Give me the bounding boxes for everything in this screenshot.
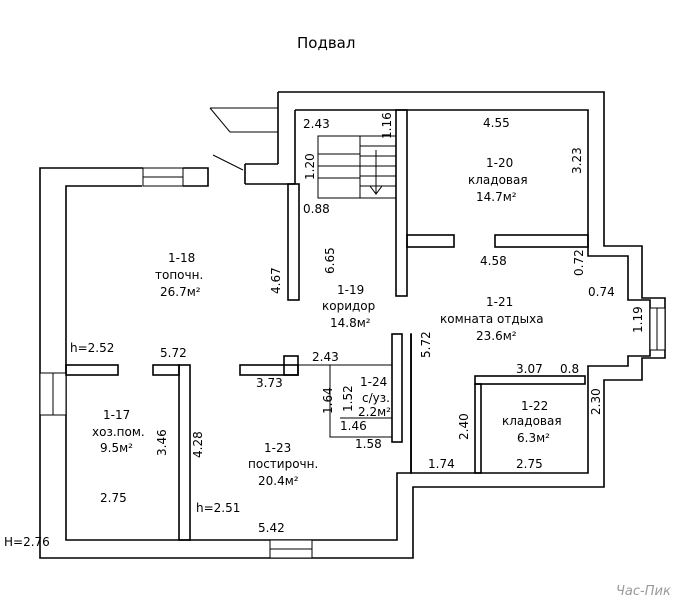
dim-room22-side: 2.30 — [589, 388, 603, 415]
dim-room21-side: 5.72 — [419, 331, 433, 358]
room-1-21: 1-21 комната отдыха 23.6м² — [440, 295, 544, 343]
room-1-22: 1-22 кладовая 6.3м² — [502, 399, 562, 445]
room-name: постирочн. — [248, 457, 318, 471]
dim-wc-b: 1.52 — [341, 385, 355, 412]
dim-room17-bottom: 2.75 — [100, 491, 127, 505]
room-1-18: 1-18 топочн. 26.7м² — [155, 251, 203, 299]
room17-height: h=2.52 — [70, 341, 114, 355]
plan-title: Подвал — [297, 34, 355, 52]
dim-room23-left: 3.73 — [256, 376, 283, 390]
dim-room17-width: 5.72 — [160, 346, 187, 360]
room-name: коридор — [322, 299, 375, 313]
room-1-19: 1-19 коридор 14.8м² — [322, 283, 375, 330]
dim-room20-depth: 3.23 — [570, 147, 584, 174]
room-id: 1-23 — [264, 441, 291, 455]
room-name: кладовая — [468, 173, 528, 187]
room-id: 1-21 — [486, 295, 513, 309]
room-area: 20.4м² — [258, 474, 299, 488]
dim-room23-bottom: 5.42 — [258, 521, 285, 535]
dim-bay-a: 0.72 — [572, 249, 586, 276]
room-id: 1-22 — [521, 399, 548, 413]
room-area: 9.5м² — [100, 441, 133, 455]
dim-room18-wall: 4.67 — [269, 267, 283, 294]
room-area: 26.7м² — [160, 285, 201, 299]
room-area: 6.3м² — [517, 431, 550, 445]
dim-bay-b: 0.74 — [588, 285, 615, 299]
room-area: 14.8м² — [330, 316, 371, 330]
room-name: комната отдыха — [440, 312, 544, 326]
room-area: 14.7м² — [476, 190, 517, 204]
dim-room21-top: 4.58 — [480, 254, 507, 268]
dim-wc-d: 1.58 — [355, 437, 382, 451]
dim-stair-depth: 1.16 — [380, 112, 394, 139]
room-id: 1-20 — [486, 156, 513, 170]
dim-bay-window: 1.19 — [631, 306, 645, 333]
room-id: 1-17 — [103, 408, 130, 422]
dim-room22-top: 3.07 — [516, 362, 543, 376]
dim-room22-gap: 0.8 — [560, 362, 579, 376]
dim-room21-bottom-a: 1.74 — [428, 457, 455, 471]
total-height: H=2.76 — [4, 535, 50, 549]
room-1-24: 1-24 с/уз. 2.2м² — [358, 375, 391, 419]
dim-room22-left: 2.40 — [457, 413, 471, 440]
room-1-20: 1-20 кладовая 14.7м² — [468, 156, 528, 204]
vertical-dimension-labels: 1.16 1.20 3.23 6.65 4.67 0.72 1.19 5.72 … — [155, 112, 645, 458]
room-name: с/уз. — [362, 391, 390, 405]
windows — [39, 167, 666, 559]
room-name: кладовая — [502, 414, 562, 428]
room-name: топочн. — [155, 268, 203, 282]
dimension-labels: 2.43 0.88 4.55 4.58 0.74 5.72 2.43 3.73 … — [100, 116, 615, 535]
dim-room19-len: 6.65 — [323, 247, 337, 274]
room-1-23: 1-23 постирочн. 20.4м² — [248, 441, 318, 488]
room-area: 23.6м² — [476, 329, 517, 343]
watermark: Час-Пик — [616, 584, 671, 599]
dim-room17-depth: 3.46 — [155, 429, 169, 456]
interior-walls — [65, 109, 589, 541]
dim-stair-width: 2.43 — [303, 117, 330, 131]
room23-height: h=2.51 — [196, 501, 240, 515]
dim-room23-depth: 4.28 — [191, 431, 205, 458]
room-id: 1-19 — [337, 283, 364, 297]
room-area: 2.2м² — [358, 405, 391, 419]
dim-room22-bottom: 2.75 — [516, 457, 543, 471]
room-id: 1-24 — [360, 375, 387, 389]
dim-wc-c: 1.46 — [340, 419, 367, 433]
room-1-17: 1-17 хоз.пом. 9.5м² — [92, 408, 145, 455]
dim-room20-width: 4.55 — [483, 116, 510, 130]
outer-walls — [39, 91, 666, 559]
room-name: хоз.пом. — [92, 425, 145, 439]
dim-stair-step: 1.20 — [303, 153, 317, 180]
dim-stair-landing: 0.88 — [303, 202, 330, 216]
dim-room23-top: 2.43 — [312, 350, 339, 364]
room-id: 1-18 — [168, 251, 195, 265]
dim-wc-a: 1.64 — [321, 387, 335, 414]
